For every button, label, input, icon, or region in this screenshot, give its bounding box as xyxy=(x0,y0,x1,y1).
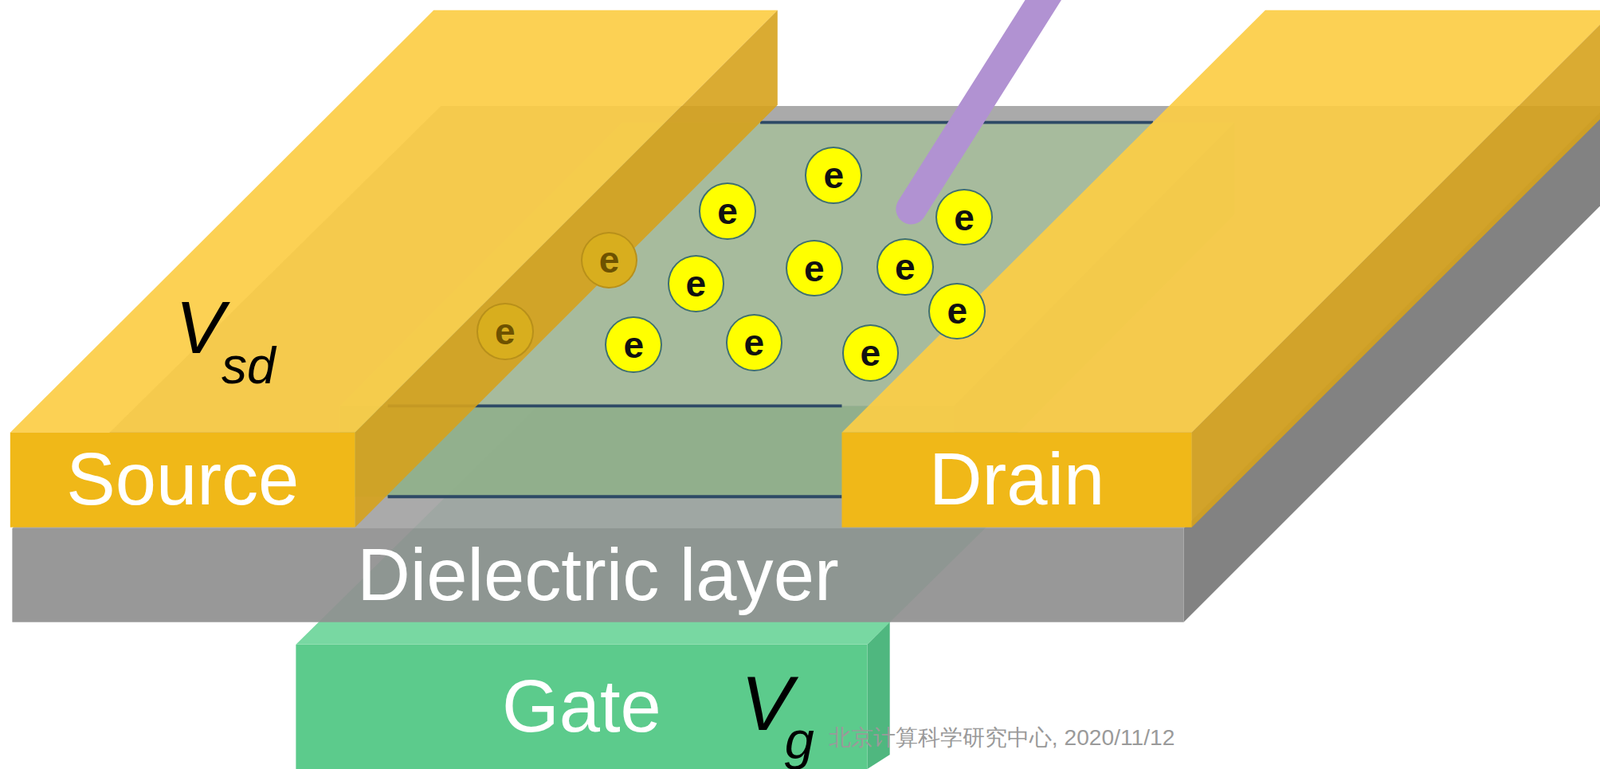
electron-symbol: e xyxy=(494,313,516,350)
drain-pad: Drain xyxy=(842,432,1193,528)
electron: e xyxy=(935,188,993,247)
electron: e xyxy=(785,239,844,298)
electron-symbol: e xyxy=(599,241,620,279)
electron-symbol: e xyxy=(803,250,825,287)
electron-symbol: e xyxy=(894,248,916,286)
channel-edge xyxy=(388,494,843,499)
electron: e xyxy=(804,146,863,204)
part-name: Drain xyxy=(929,443,1105,517)
electron-symbol: e xyxy=(744,324,765,361)
electron: e xyxy=(698,182,757,240)
source-side xyxy=(355,10,778,528)
source-front xyxy=(10,432,356,528)
electron: e xyxy=(842,324,900,382)
electron-symbol: e xyxy=(953,199,975,236)
electron-symbol: e xyxy=(946,292,968,330)
drain-front xyxy=(842,432,1193,528)
source-top xyxy=(10,10,778,433)
electron: e xyxy=(476,302,534,361)
electron-symbol: e xyxy=(717,192,738,230)
electron: e xyxy=(725,313,784,372)
electron: e xyxy=(604,316,663,374)
electron-symbol: e xyxy=(860,334,882,372)
electron: e xyxy=(580,231,639,290)
part-name: Source xyxy=(66,443,299,517)
dielectric-front xyxy=(11,528,1184,623)
gate-front xyxy=(295,644,867,769)
voltage-symbol: V xyxy=(175,291,225,365)
electron: e xyxy=(876,238,934,296)
electron-symbol: e xyxy=(823,156,844,194)
source-pad: Source xyxy=(10,432,356,528)
watermark: 北京计算科学研究中心, 2020/11/12 xyxy=(828,725,1175,749)
electron-symbol: e xyxy=(623,326,644,364)
part-name: Dielectric layer xyxy=(356,538,840,612)
dielectric-layer: Dielectric layer xyxy=(11,528,1184,623)
electron-symbol: e xyxy=(686,265,707,302)
drain-side xyxy=(1192,24,1600,528)
probe-tip xyxy=(911,0,1057,209)
voltage-subscript: sd xyxy=(221,340,276,392)
electron: e xyxy=(667,254,726,313)
electron: e xyxy=(928,282,986,341)
voltage-subscript: g xyxy=(784,713,815,768)
part-name: Gate xyxy=(501,670,662,744)
